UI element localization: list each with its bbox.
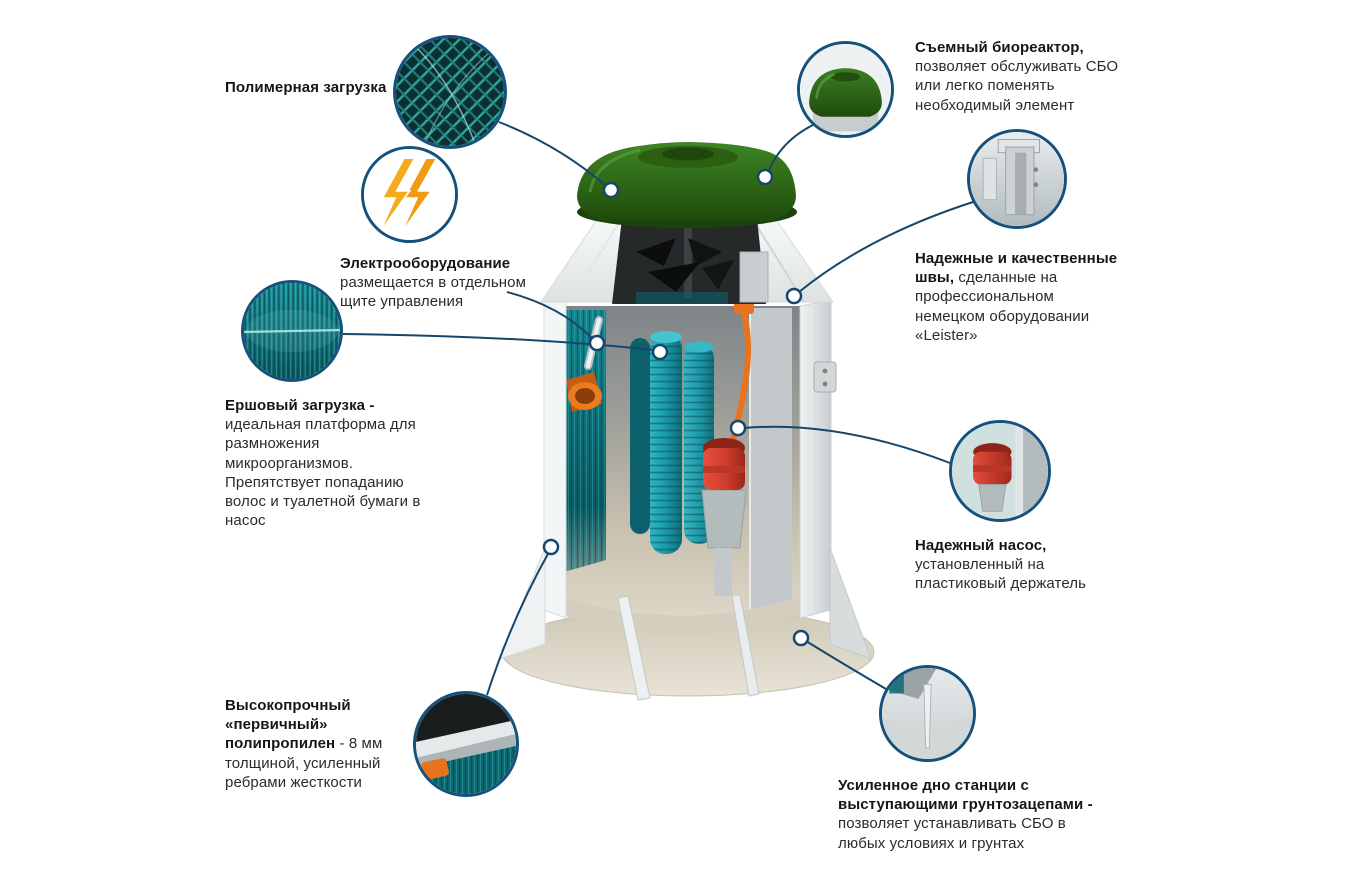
skirt-right: [829, 547, 872, 660]
label-pump: Надежный насос, установленный на пластик…: [915, 536, 1115, 594]
label-pump-body: установленный на пластиковый держатель: [915, 556, 1087, 593]
brush-texture-icon: [244, 283, 340, 379]
bottom-ribs: [617, 594, 760, 701]
mesh-texture-icon: [396, 38, 504, 146]
connector-dots: [542, 168, 810, 647]
tank-lid: [577, 142, 797, 228]
label-polypropylene: Высокопрочный «первичный» полипропилен -…: [225, 696, 405, 792]
brush-media: [650, 331, 714, 554]
label-electrical-body: размещается в отдельном щите управления: [340, 274, 526, 311]
reinforced-bottom-icon: [882, 668, 973, 759]
label-polypropylene-title: Высокопрочный «первичный» полипропилен: [225, 697, 351, 753]
label-bottom: Усиленное дно станции с выступающими гру…: [838, 776, 1108, 853]
bioreactor-lid-circle: [797, 41, 894, 138]
wall-bracket: [813, 361, 837, 393]
pump-circle: [949, 420, 1051, 522]
label-electrical-title: Электрооборудование: [340, 255, 511, 272]
wall-cutaway-circle: [413, 691, 519, 797]
label-brush-media-title: Ершовый загрузка -: [225, 397, 375, 414]
connector-lines: [342, 121, 974, 696]
ersh-media-panel: [564, 310, 606, 572]
bioreactor-chamber: [612, 218, 769, 304]
label-polymer-title: Полимерная загрузка: [225, 79, 387, 96]
label-pump-title: Надежный насос,: [915, 537, 1047, 554]
lightning-icon: [364, 149, 455, 240]
right-wall: [799, 299, 832, 619]
wall-cutaway-icon: [416, 694, 516, 794]
bottom-circle: [879, 665, 976, 762]
label-brush-media-body: идеальная платформа для размножения микр…: [225, 416, 421, 530]
weld-seam-circle: [967, 129, 1067, 229]
label-seams-body: сделанные на профессиональном немецком о…: [915, 269, 1090, 344]
label-bottom-body: позволяет устанавливать СБО в любых усло…: [838, 815, 1066, 852]
label-electrical: Электрооборудование размещается в отдель…: [340, 254, 526, 312]
electric-circle: [361, 146, 458, 243]
left-wall: [543, 299, 567, 619]
tank: [498, 142, 875, 701]
label-polypropylene-body: - 8 мм толщиной, усиленный ребрами жестк…: [225, 735, 383, 791]
label-seams-title: Надежные и качественные швы,: [915, 250, 1118, 287]
label-seams: Надежные и качественные швы, сделанные н…: [915, 249, 1127, 345]
label-bioreactor: Съемный биореактор, позволяет обслуживат…: [915, 38, 1120, 115]
label-bioreactor-body: позволяет обслуживать СБО или легко поме…: [915, 58, 1119, 114]
inlet-pipe: [566, 372, 602, 412]
polymer-media-circle: [393, 35, 507, 149]
label-bottom-title: Усиленное дно станции с выступающими гру…: [838, 777, 1093, 814]
green-lid-icon: [800, 44, 891, 135]
brush-media-circle: [241, 280, 343, 382]
label-brush-media: Ершовый загрузка - идеальная платформа д…: [225, 396, 425, 530]
label-bioreactor-title: Съемный биореактор,: [915, 39, 1084, 56]
red-pump-icon: [952, 423, 1048, 519]
weld-seam-icon: [970, 132, 1064, 226]
pump: [701, 438, 747, 596]
label-polymer-media: Полимерная загрузка: [225, 78, 425, 97]
